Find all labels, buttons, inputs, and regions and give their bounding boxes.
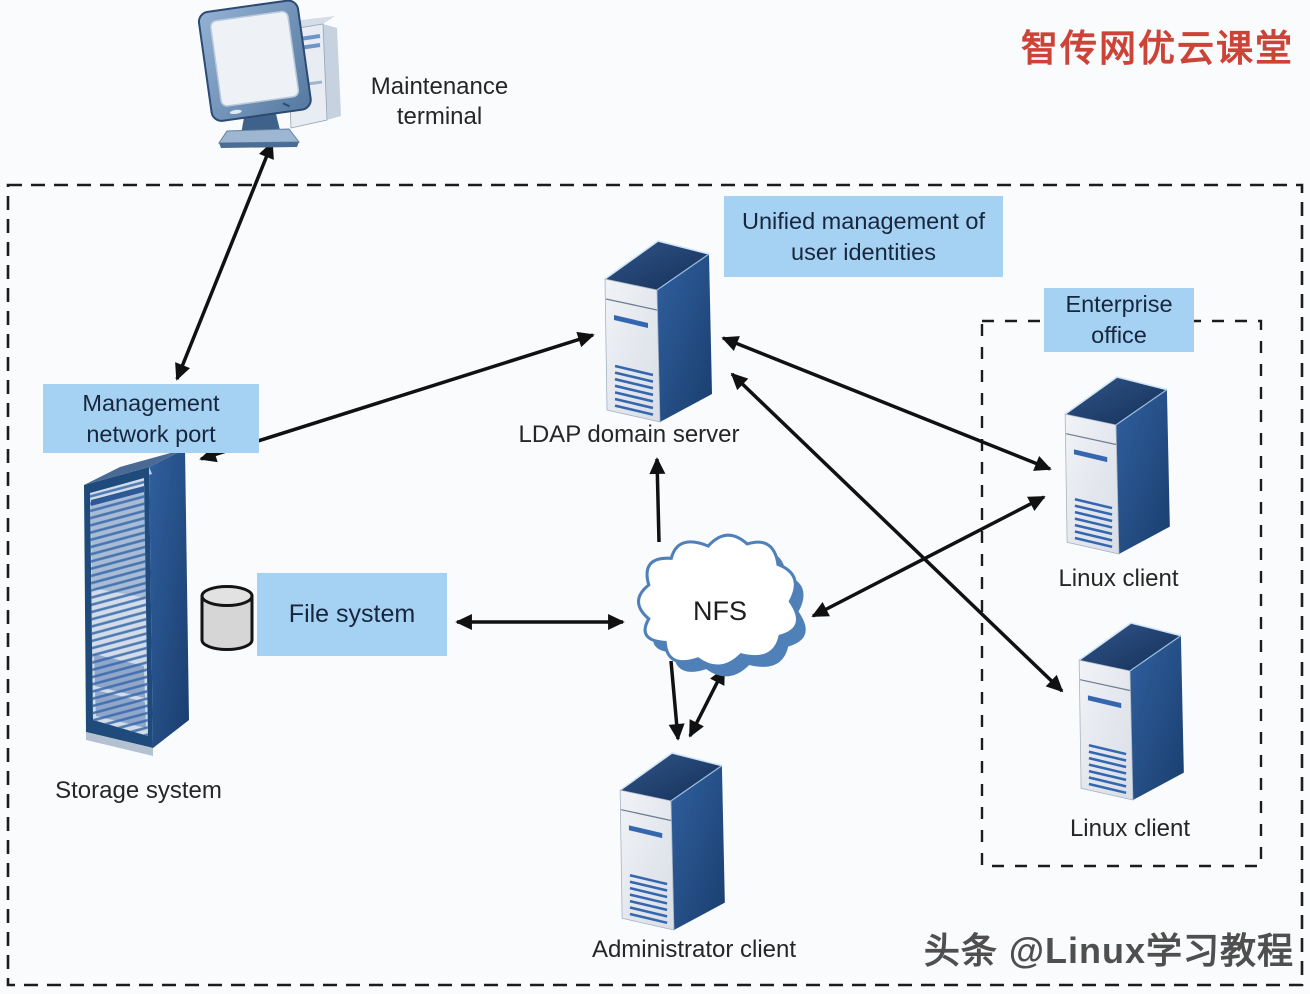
- file-system-callout: File system: [257, 573, 447, 656]
- arrow-admin-nfs: [688, 667, 726, 738]
- arrow-ldap-linux1: [721, 336, 1052, 471]
- arrow-terminal-mgmtport: [175, 141, 274, 381]
- arrow-nfs-admin: [668, 660, 685, 741]
- database-cylinder-icon: [200, 585, 254, 651]
- desktop-computer-icon: [193, 0, 353, 148]
- linux-client-2-tower-icon: [1070, 620, 1192, 802]
- admin-client-tower-icon: [611, 750, 733, 932]
- linux-client-1-tower-icon: [1056, 374, 1178, 556]
- unified-management-callout: Unified management of user identities: [724, 196, 1003, 277]
- arrow-linux1-nfs: [811, 495, 1046, 618]
- nfs-label: NFS: [693, 596, 747, 626]
- storage-rack-icon: [74, 448, 194, 770]
- ldap-server-tower-icon: [597, 238, 719, 424]
- arrows-group: [175, 141, 1064, 741]
- footer-watermark: 头条 @Linux学习教程: [923, 930, 1294, 971]
- maintenance-terminal-label: Maintenance terminal: [370, 73, 509, 130]
- enterprise-office-callout: Enterprise office: [1044, 288, 1194, 352]
- system-boundary-box: [6, 183, 1304, 987]
- management-network-port-callout: Management network port: [43, 384, 259, 453]
- arrow-storage-ldap: [199, 331, 595, 463]
- ldap-server-label: LDAP domain server: [518, 421, 740, 448]
- brand-watermark: 智传网优云课堂: [1021, 26, 1294, 70]
- arrow-nfs-ldap: [649, 457, 666, 543]
- storage-system-label: Storage system: [55, 777, 222, 804]
- linux-client-1-label: Linux client: [1058, 565, 1179, 592]
- linux-client-2-label: Linux client: [1069, 815, 1191, 842]
- admin-client-label: Administrator client: [591, 936, 797, 963]
